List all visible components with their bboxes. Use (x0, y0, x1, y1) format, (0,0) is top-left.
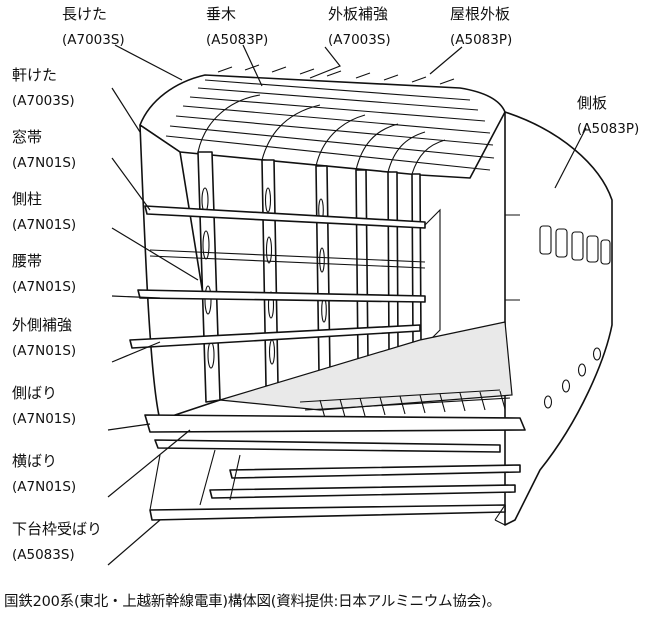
label-noketa: 軒けた (A7003S) (12, 66, 75, 109)
label-yane-gaiban: 屋根外板 (A5083P) (450, 5, 512, 48)
label-gaisoku-hokyo-code: (A7N01S) (12, 343, 76, 359)
label-gawabari-name: 側ばり (12, 384, 57, 402)
label-gawabari-code: (A7N01S) (12, 411, 76, 427)
label-gaiban-hokyo-name: 外板補強 (328, 5, 388, 23)
side-sill (144, 414, 526, 433)
side-panel-windows (539, 225, 611, 409)
label-taruki: 垂木 (A5083P) (206, 5, 268, 48)
label-gawabari: 側ばり (A7N01S) (12, 384, 76, 427)
label-koshiobi-code: (A7N01S) (12, 279, 76, 295)
label-nagaketa: 長けた (A7003S) (62, 5, 125, 48)
cross-beam (154, 439, 501, 453)
figure-caption: 国鉄200系(東北・上越新幹線電車)構体図(資料提供:日本アルミニウム協会)。 (4, 594, 501, 610)
label-yokobari-code: (A7N01S) (12, 479, 76, 495)
label-yane-gaiban-name: 屋根外板 (450, 5, 510, 23)
label-sokuchu: 側柱 (A7N01S) (12, 190, 76, 233)
roof-rafters (165, 64, 495, 171)
car-body-frame-illustration (129, 64, 613, 526)
label-koshiobi-name: 腰帯 (12, 252, 42, 270)
floor-cross-beams (299, 389, 511, 419)
label-madoobi: 窓帯 (A7N01S) (12, 128, 76, 171)
label-yane-gaiban-code: (A5083P) (450, 32, 512, 48)
label-sokuchu-code: (A7N01S) (12, 217, 76, 233)
outer-side-reinforcement (129, 324, 421, 349)
label-taruki-name: 垂木 (206, 5, 236, 23)
label-sokuban: 側板 (A5083P) (577, 94, 639, 137)
label-noketa-name: 軒けた (12, 66, 57, 84)
label-shitadai: 下台枠受ばり (A5083S) (12, 520, 102, 563)
underframe-beams (149, 449, 521, 526)
label-madoobi-code: (A7N01S) (12, 155, 76, 171)
label-gaisoku-hokyo-name: 外側補強 (12, 316, 72, 334)
leader-lines (107, 44, 587, 566)
roof-arches (197, 94, 446, 175)
waist-belt (137, 289, 426, 303)
label-sokuchu-name: 側柱 (12, 190, 42, 208)
label-shitadai-code: (A5083S) (12, 547, 75, 563)
label-sokuban-name: 側板 (577, 94, 607, 112)
label-yokobari: 横ばり (A7N01S) (12, 452, 76, 495)
label-gaiban-hokyo-code: (A7003S) (328, 32, 391, 48)
roof-shape (139, 74, 506, 179)
side-panel-shape (504, 111, 613, 526)
label-gaisoku-hokyo: 外側補強 (A7N01S) (12, 316, 76, 359)
window-belt (144, 205, 426, 229)
label-taruki-code: (A5083P) (206, 32, 268, 48)
label-madoobi-name: 窓帯 (12, 128, 42, 146)
label-yokobari-name: 横ばり (12, 452, 57, 470)
label-shitadai-name: 下台枠受ばり (12, 520, 102, 538)
floor-surface (219, 321, 513, 411)
label-sokuban-code: (A5083P) (577, 121, 639, 137)
label-gaiban-hokyo: 外板補強 (A7003S) (328, 5, 391, 48)
label-nagaketa-code: (A7003S) (62, 32, 125, 48)
label-koshiobi: 腰帯 (A7N01S) (12, 252, 76, 295)
label-nagaketa-name: 長けた (62, 5, 107, 23)
label-noketa-code: (A7003S) (12, 93, 75, 109)
